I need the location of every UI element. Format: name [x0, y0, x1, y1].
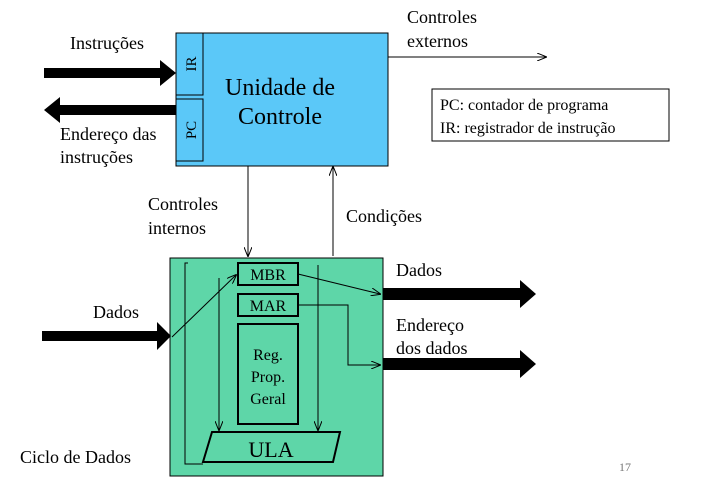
ula-unit — [201, 431, 342, 463]
mbr-label: MBR — [250, 267, 286, 284]
reg-label-line3: Geral — [250, 391, 286, 408]
reg-label-line2: Prop. — [251, 369, 285, 386]
mar-to-address-out — [298, 304, 380, 365]
pc-label: PC — [184, 121, 200, 139]
instructions-in-arrow — [44, 60, 176, 86]
reg-label-line1: Reg. — [253, 347, 283, 364]
controles-internos-line1: Controles — [148, 194, 218, 214]
ir-register — [175, 32, 204, 96]
endereco-instrucoes-line1: Endereço das — [60, 124, 156, 144]
controles-externos-line1: Controles — [407, 7, 477, 27]
data-in-arrow — [42, 322, 171, 350]
endereco-dados-line2: dos dados — [396, 338, 468, 358]
controles-externos-line2: externos — [407, 31, 468, 51]
control-unit-title-line2: Controle — [238, 104, 322, 130]
legend-pc: PC: contador de programa — [440, 97, 608, 114]
control-unit-title-line1: Unidade de — [225, 75, 335, 101]
general-registers — [237, 323, 299, 425]
data-out-arrow — [383, 280, 536, 308]
ula-feedback-line — [184, 262, 203, 465]
control-unit-box — [175, 32, 389, 167]
pc-register — [175, 98, 204, 162]
dados-out-label: Dados — [396, 260, 442, 280]
mbr-to-data-out — [297, 273, 380, 294]
ir-label: IR — [184, 57, 200, 72]
address-data-out-arrow — [383, 350, 536, 378]
ula-label: ULA — [248, 437, 293, 462]
data-in-to-mbr — [171, 275, 236, 338]
legend-ir: IR: registrador de instrução — [440, 120, 616, 137]
dados-in-label: Dados — [93, 302, 139, 322]
ciclo-de-dados-label: Ciclo de Dados — [20, 447, 131, 467]
endereco-instrucoes-line2: instruções — [60, 147, 133, 167]
instrucoes-label: Instruções — [70, 33, 144, 53]
controles-internos-line2: internos — [148, 218, 206, 238]
mar-label: MAR — [250, 298, 287, 315]
legend-box — [431, 88, 670, 142]
address-out-arrow — [44, 97, 176, 123]
page-number: 17 — [619, 460, 631, 474]
endereco-dados-line1: Endereço — [396, 315, 464, 335]
condicoes-label: Condições — [346, 206, 422, 226]
